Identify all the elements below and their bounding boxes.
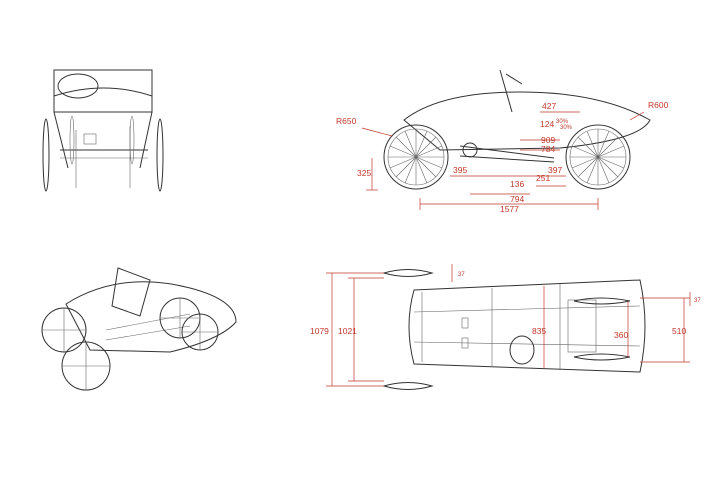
side-view: R650 R600 325 427 124 30% 30% 909 784 39… <box>336 69 669 214</box>
side-view-dim-909: 909 <box>541 135 555 145</box>
top-view-dim-1079: 1079 <box>310 326 329 336</box>
side-view-steering-column <box>499 69 513 113</box>
side-view-chain-upper <box>459 145 555 159</box>
top-view-dim-510: 510 <box>672 326 686 336</box>
side-view-dim-784: 784 <box>541 144 555 154</box>
perspective-view-chain-lower <box>105 325 191 341</box>
side-view-body-fairing <box>403 91 651 151</box>
side-view-dim-136: 136 <box>510 179 524 189</box>
side-view-dim-397: 397 <box>548 165 562 175</box>
side-view-dim-124-note: 30% <box>556 119 569 125</box>
top-view-rail-upper <box>413 305 641 313</box>
side-view-dimension-lines <box>361 111 645 210</box>
top-view-body-outline <box>408 279 646 373</box>
top-view-rail-lower <box>413 341 641 347</box>
top-view-dimension-lines <box>326 264 691 387</box>
side-view-handlebar <box>505 73 523 85</box>
side-view-dim-427: 427 <box>542 101 556 111</box>
front-view-wheel-left <box>42 118 50 192</box>
side-view-rear-wheel <box>383 124 449 190</box>
top-view-crank-right <box>461 337 469 349</box>
perspective-view-spokes <box>42 298 218 390</box>
front-view-steering-wheel <box>57 73 99 99</box>
front-view <box>42 69 164 192</box>
top-view-steering <box>509 335 535 365</box>
front-view-inner-wheel-left <box>69 115 75 165</box>
top-view-rear-wheel-left <box>382 269 434 277</box>
top-view-pedal-box <box>567 299 597 353</box>
side-view-dim-251: 251 <box>536 173 550 183</box>
top-view-front-wheel-left <box>573 297 631 305</box>
side-view-radius-front: R600 <box>648 100 669 110</box>
side-view-dim-395: 395 <box>453 165 467 175</box>
top-view-dim-37-right: 37 <box>694 298 701 304</box>
side-view-height-325: 325 <box>357 168 371 178</box>
front-view-wheel-right <box>156 118 164 192</box>
top-view-dim-37-upper: 37 <box>458 272 465 278</box>
top-view-rear-wheel-right <box>382 382 434 390</box>
front-view-side-right <box>139 111 153 169</box>
top-view-crank-left <box>461 317 469 329</box>
side-view-dim-794: 794 <box>510 194 524 204</box>
top-view-dim-1021: 1021 <box>338 326 357 336</box>
side-view-chainring <box>462 142 478 158</box>
side-view-dim-124-note2: 30% <box>560 125 573 131</box>
side-view-front-wheel <box>565 124 631 190</box>
front-view-body-outline <box>53 69 153 113</box>
perspective-view-windscreen <box>111 267 151 317</box>
side-view-dim-124: 124 <box>540 119 554 129</box>
side-view-front-spokes <box>570 129 626 185</box>
side-view-chain-lower <box>459 155 555 163</box>
side-view-dim-1577: 1577 <box>500 204 519 214</box>
front-view-side-left <box>53 111 69 169</box>
top-view-dim-360: 360 <box>614 330 628 340</box>
perspective-view-body <box>65 281 237 353</box>
perspective-view <box>41 267 237 391</box>
front-view-inner-wheel-right <box>129 115 135 165</box>
perspective-view-chain-upper <box>105 313 191 331</box>
front-view-seat <box>83 133 97 145</box>
top-view-front-wheel-right <box>573 353 631 361</box>
side-view-radius-rear: R650 <box>336 116 357 126</box>
top-view-dim-835: 835 <box>532 326 546 336</box>
side-view-rear-spokes <box>388 129 444 185</box>
front-view-fairing <box>53 87 153 97</box>
top-view: 1079 1021 835 360 510 37 37 <box>310 264 701 390</box>
